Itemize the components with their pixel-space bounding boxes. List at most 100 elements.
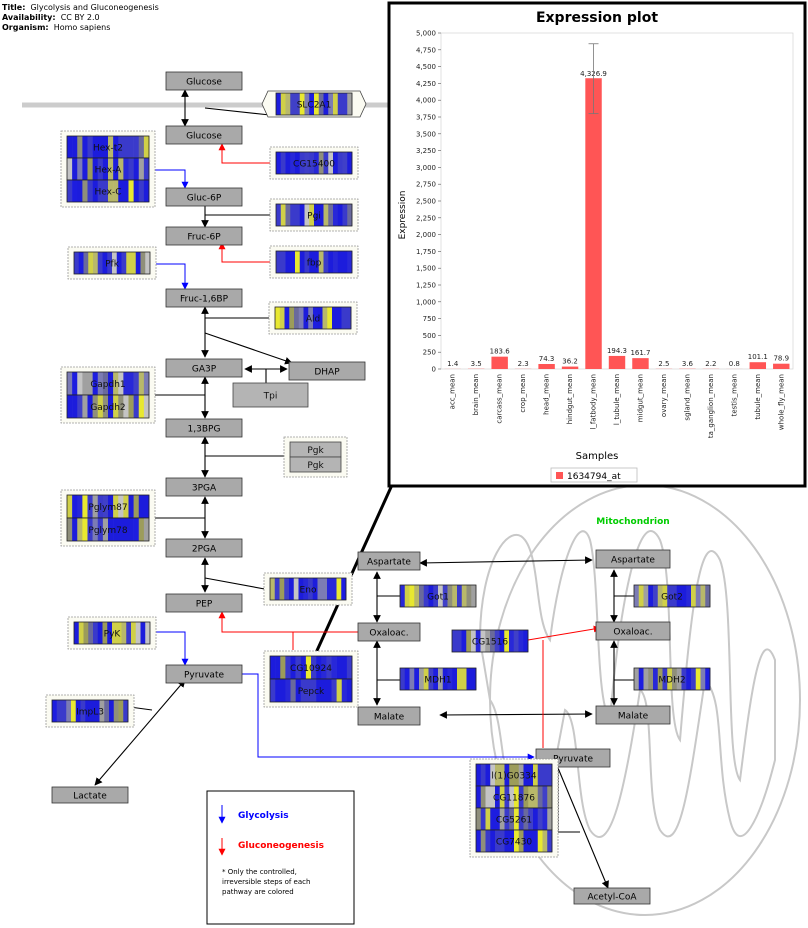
value-label-whole_fly_mean: 78.9	[773, 355, 789, 363]
gene-label-got1: Got1	[427, 593, 449, 603]
gene-label-pfk: Pfk	[105, 260, 120, 270]
metabolite-oxaloac[interactable]: Oxaloac.	[357, 622, 421, 642]
gene-group-tpi[interactable]: Tpi	[232, 382, 309, 408]
bar-tubule_mean	[749, 362, 767, 369]
bar-whole_fly_mean	[773, 363, 790, 369]
availability-value: CC BY 2.0	[60, 13, 100, 22]
reaction-lines	[94, 89, 634, 889]
bar-l_fatbody_mean	[585, 78, 602, 369]
metabolite-ga3p[interactable]: GA3P	[165, 358, 243, 378]
metabolite-label: Malate	[374, 713, 405, 723]
gene-label-hex_a: Hex-A	[95, 166, 123, 176]
gene-label-cg5261: CG5261	[496, 816, 532, 826]
metabolite-glucose_in[interactable]: Glucose	[165, 125, 243, 145]
value-label-hindgut_mean: 36.2	[562, 358, 578, 366]
gene-group-pgi[interactable]: Pgi	[269, 198, 359, 232]
metabolite-pep[interactable]: PEP	[165, 593, 243, 613]
gene-box	[399, 667, 477, 691]
gene-group-got1[interactable]: Got1	[399, 584, 477, 608]
metabolite-pga3[interactable]: 3PGA	[165, 477, 243, 497]
gene-label-hex_c: Hex-C	[94, 188, 121, 198]
gene-box	[633, 584, 711, 608]
gene-group-pfk[interactable]: Pfk	[67, 246, 157, 280]
gene-label-pglym87: Pglym87	[88, 503, 127, 513]
gene-label-impl3: ImpL3	[76, 708, 104, 718]
y-tick-label: 250	[423, 349, 436, 357]
metabolite-label: Pyruvate	[184, 671, 225, 681]
gene-label-gapdh2: Gapdh2	[90, 403, 125, 413]
y-tick-label: 1,250	[416, 282, 436, 290]
metabolite-pga2[interactable]: 2PGA	[165, 538, 243, 558]
value-label-ta_ganglion_mean: 2.2	[705, 360, 716, 368]
gene-group-mdh1[interactable]: MDH1	[399, 667, 477, 691]
legend: Glycolysis Gluconeogenesis * Only the co…	[206, 790, 355, 925]
bar-midgut_mean	[632, 358, 649, 369]
gene-group-cg1516[interactable]: CG1516	[451, 629, 529, 653]
gene-group-impl3[interactable]: ImpL3	[45, 694, 135, 728]
gene-group-pyk[interactable]: PyK	[67, 616, 157, 650]
metabolite-pyruvate[interactable]: Pyruvate	[165, 664, 243, 684]
metabolite-label: Gluc-6P	[187, 194, 222, 204]
metabolite-fruc6p[interactable]: Fruc-6P	[165, 226, 243, 246]
x-tick-label: l_fatbody_mean	[590, 374, 598, 430]
x-tick-label: testis_mean	[730, 374, 738, 416]
gene-group-mdh2[interactable]: MDH2	[633, 667, 711, 691]
expression-plot-panel: Expression plot Expression Samples 02505…	[387, 1, 807, 488]
y-tick-label: 1,000	[416, 298, 436, 306]
metabolite-label: Glucose	[186, 78, 222, 88]
organism-value: Homo sapiens	[53, 23, 111, 32]
metabolite-fruc16bp[interactable]: Fruc-1,6BP	[165, 288, 243, 308]
value-label-tubule_mean: 101.1	[748, 353, 768, 361]
gene-box	[51, 699, 129, 723]
metabolite-aspartate[interactable]: Aspartate	[357, 551, 421, 571]
metabolite-dhap[interactable]: DHAP	[288, 361, 366, 381]
metabolite-label: Acetyl-CoA	[587, 893, 637, 903]
metabolite-lactate[interactable]: Lactate	[51, 786, 129, 804]
chart-title: Expression plot	[536, 10, 658, 26]
gene-box	[275, 151, 353, 175]
metabolites: GlucoseGlucoseGluc-6PFruc-6PFruc-1,6BPGA…	[51, 71, 671, 905]
metabolite-malate_m[interactable]: Malate	[595, 705, 671, 725]
metabolite-oxaloac_m[interactable]: Oxaloac.	[595, 621, 671, 641]
gene-group-cg15400[interactable]: CG15400	[269, 146, 359, 180]
value-label-acc_mean: 1.4	[447, 360, 459, 368]
metabolite-label: DHAP	[314, 368, 340, 378]
x-tick-label: brain_mean	[472, 374, 480, 415]
metabolite-label: 3PGA	[192, 484, 217, 494]
x-tick-label: head_mean	[543, 374, 551, 415]
metabolite-label: Lactate	[73, 792, 107, 802]
metabolite-aspartate_m[interactable]: Aspartate	[595, 549, 671, 569]
gene-label-fbp: fbp	[307, 259, 322, 269]
metabolite-acetylcoa[interactable]: Acetyl-CoA	[573, 887, 651, 905]
gene-group-got2[interactable]: Got2	[633, 584, 711, 608]
gene-group-eno[interactable]: Eno	[263, 572, 353, 606]
gene-group-fbp[interactable]: fbp	[269, 245, 359, 279]
gene-box	[73, 251, 151, 275]
metabolite-label: Aspartate	[367, 558, 411, 568]
metabolite-glucose_out[interactable]: Glucose	[165, 71, 243, 91]
y-tick-label: 3,750	[416, 114, 436, 122]
gene-group-slc2a1[interactable]: SLC2A1	[261, 90, 367, 118]
gene-group-ald[interactable]: Ald	[268, 301, 358, 335]
y-tick-label: 3,000	[416, 164, 436, 172]
metabolite-label: 1,3BPG	[188, 425, 221, 435]
y-tick-label: 2,500	[416, 198, 436, 206]
y-tick-label: 5,000	[416, 30, 436, 38]
value-label-brain_mean: 3.5	[471, 360, 482, 368]
plot-frame	[440, 32, 794, 370]
title-label: Title:	[2, 3, 26, 12]
plot-area: 02505007501,0001,2501,5001,7502,0002,250…	[416, 30, 794, 438]
metabolite-gluc6p[interactable]: Gluc-6P	[165, 187, 243, 207]
metabolite-label: Fruc-1,6BP	[180, 295, 229, 305]
availability-label: Availability:	[2, 13, 56, 22]
metabolite-bpg13[interactable]: 1,3BPG	[165, 418, 243, 438]
metabolite-label: Malate	[618, 712, 649, 722]
metabolite-malate[interactable]: Malate	[357, 706, 421, 726]
